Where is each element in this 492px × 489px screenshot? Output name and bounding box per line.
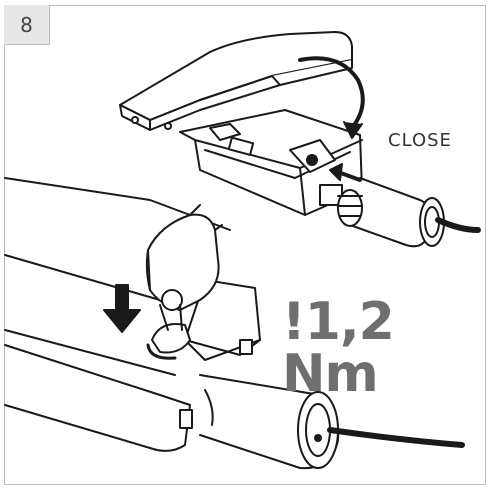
- hand-with-tool: [145, 204, 223, 354]
- luminaire-head-open: [119, 31, 481, 248]
- close-label: CLOSE: [388, 130, 452, 151]
- press-down-arrow: [103, 284, 141, 333]
- step-number-badge: 8: [4, 5, 50, 45]
- step-number: 8: [20, 12, 33, 37]
- tighten-rotation-arrow: [146, 343, 177, 360]
- luminaire-arm: [4, 177, 465, 470]
- torque-spec-label: !1,2 Nm: [282, 292, 395, 404]
- close-rotation-arrow: [298, 56, 365, 130]
